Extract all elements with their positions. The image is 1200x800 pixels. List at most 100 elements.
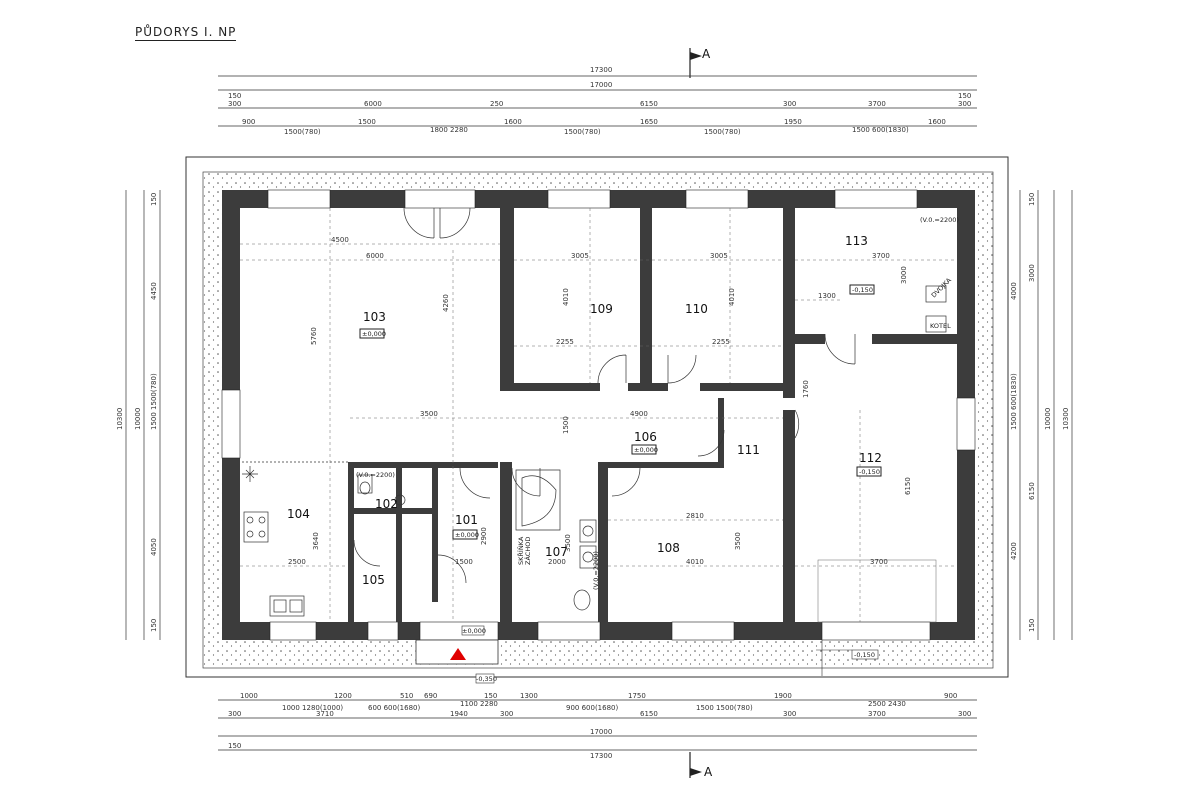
section-label-top: A [702, 47, 711, 61]
svg-text:10000: 10000 [1044, 408, 1052, 430]
room-level: ±0,000 [362, 330, 386, 338]
svg-text:4010: 4010 [728, 288, 736, 306]
room-number: 110 [685, 302, 708, 316]
svg-text:1800 2280: 1800 2280 [430, 126, 468, 134]
section-label-bottom: A [704, 765, 713, 779]
svg-text:3005: 3005 [571, 252, 589, 260]
annotations: (V.0.=2200) (V.0.=2200) (V.0.=2200) DVOJ… [356, 216, 959, 590]
room-number: 113 [845, 234, 868, 248]
svg-text:3700: 3700 [868, 710, 886, 718]
svg-text:150: 150 [150, 193, 158, 206]
svg-text:250: 250 [490, 100, 503, 108]
svg-text:4500: 4500 [331, 236, 349, 244]
svg-text:300: 300 [228, 710, 241, 718]
svg-text:510: 510 [400, 692, 413, 700]
svg-text:1600: 1600 [928, 118, 946, 126]
section-mark-top: A [689, 47, 711, 78]
entrance: -0,350 ±0,000 -0,150 [415, 625, 879, 684]
room-number: 104 [287, 507, 310, 521]
svg-text:1500: 1500 [562, 416, 570, 434]
svg-text:1000: 1000 [240, 692, 258, 700]
svg-text:3700: 3700 [872, 252, 890, 260]
svg-text:600 600(1680): 600 600(1680) [368, 704, 420, 712]
room-level: -0,150 [852, 286, 873, 294]
dimension-lines [125, 75, 1073, 751]
level-outside: -0,350 [476, 675, 497, 683]
room-number: 101 [455, 513, 478, 527]
svg-text:3640: 3640 [312, 532, 320, 550]
svg-text:2810: 2810 [686, 512, 704, 520]
svg-text:2500 2430: 2500 2430 [868, 700, 906, 708]
svg-text:300: 300 [958, 710, 971, 718]
svg-text:10300: 10300 [116, 408, 124, 430]
svg-text:2000: 2000 [548, 558, 566, 566]
svg-text:6150: 6150 [640, 100, 658, 108]
svg-text:900: 900 [242, 118, 255, 126]
svg-text:1000 1280(1000): 1000 1280(1000) [282, 704, 343, 712]
equipment-a: DVOJKA [930, 276, 954, 300]
room-labels: 103 ±0,000 104 105 102 101 ±0,000 107 10… [287, 234, 882, 587]
svg-text:3500: 3500 [734, 532, 742, 550]
svg-text:150: 150 [228, 742, 241, 750]
interior-dimensions: 4500 6000 5760 4260 3500 3005 4010 2255 … [288, 236, 912, 566]
svg-text:6150: 6150 [904, 477, 912, 495]
svg-text:4010: 4010 [686, 558, 704, 566]
room-number: 106 [634, 430, 657, 444]
equipment-b: KOTEL [930, 322, 951, 330]
room-number: 107 [545, 545, 568, 559]
room-number: 103 [363, 310, 386, 324]
svg-text:4260: 4260 [442, 294, 450, 312]
doors [353, 207, 856, 584]
svg-text:1200: 1200 [334, 692, 352, 700]
label-107-a: SKŘÍŇKA [516, 536, 525, 565]
dimension-texts: 17300 17000 150 300 6000 250 6150 300 37… [116, 66, 1070, 760]
svg-text:1500 600(1830): 1500 600(1830) [1010, 373, 1018, 430]
svg-text:1500(780): 1500(780) [284, 128, 321, 136]
svg-text:1760: 1760 [802, 380, 810, 398]
svg-text:4000: 4000 [1010, 282, 1018, 300]
wall-height-113: (V.0.=2200) [920, 216, 959, 224]
svg-text:3000: 3000 [1028, 264, 1036, 282]
svg-text:3500: 3500 [420, 410, 438, 418]
svg-text:900: 900 [944, 692, 957, 700]
svg-text:4050: 4050 [150, 538, 158, 556]
label-107-b: ZÁCHOD [523, 537, 532, 565]
svg-text:1900: 1900 [774, 692, 792, 700]
svg-text:1500: 1500 [358, 118, 376, 126]
svg-text:1500(780): 1500(780) [564, 128, 601, 136]
room-number: 112 [859, 451, 882, 465]
svg-text:5760: 5760 [310, 327, 318, 345]
svg-text:3000: 3000 [900, 266, 908, 284]
svg-text:1750: 1750 [628, 692, 646, 700]
svg-text:300: 300 [783, 100, 796, 108]
svg-text:17000: 17000 [590, 81, 612, 89]
svg-text:150: 150 [1028, 619, 1036, 632]
terrace-outline [185, 156, 1009, 678]
interior-walls [348, 208, 957, 622]
svg-text:1500 600(1830): 1500 600(1830) [852, 126, 909, 134]
level-inside: ±0,000 [462, 627, 486, 635]
drawing-title: PŮDORYS I. NP [135, 25, 237, 41]
svg-text:4200: 4200 [1010, 542, 1018, 560]
svg-text:690: 690 [424, 692, 437, 700]
wall-height-107: (V.0.=2200) [592, 551, 600, 590]
svg-text:150: 150 [1028, 193, 1036, 206]
svg-text:300: 300 [500, 710, 513, 718]
svg-text:3700: 3700 [868, 100, 886, 108]
svg-text:1650: 1650 [640, 118, 658, 126]
svg-text:1600: 1600 [504, 118, 522, 126]
svg-text:17300: 17300 [590, 752, 612, 760]
svg-text:2255: 2255 [556, 338, 574, 346]
svg-text:150: 150 [484, 692, 497, 700]
svg-text:300: 300 [228, 100, 241, 108]
svg-text:1100 2280: 1100 2280 [460, 700, 498, 708]
svg-text:1300: 1300 [520, 692, 538, 700]
svg-text:900 600(1680): 900 600(1680) [566, 704, 618, 712]
room-level: ±0,000 [455, 531, 479, 539]
exterior-walls [221, 189, 976, 641]
room-level: -0,150 [859, 468, 880, 476]
svg-text:6150: 6150 [1028, 482, 1036, 500]
room-number: 108 [657, 541, 680, 555]
svg-text:10300: 10300 [1062, 408, 1070, 430]
